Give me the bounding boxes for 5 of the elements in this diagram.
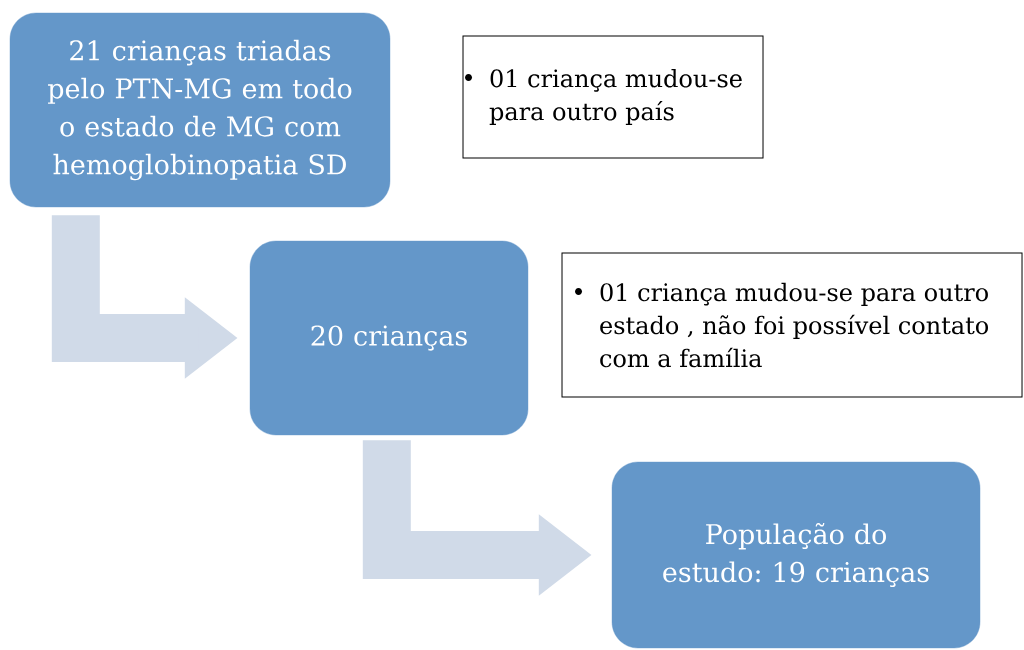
process-box: População do estudo: 19 crianças — [611, 461, 981, 649]
note-box: 01 criança mudou-se para outro estado , não foi possível contato com a família — [561, 252, 1023, 398]
note-box: 01 criança mudou-se para outro país — [462, 35, 764, 159]
process-box: 20 crianças — [249, 240, 529, 436]
process-box: 21 crianças triadas pelo PTN-MG em todo o estado de MG com hemoglobinopatia SD — [9, 12, 391, 208]
